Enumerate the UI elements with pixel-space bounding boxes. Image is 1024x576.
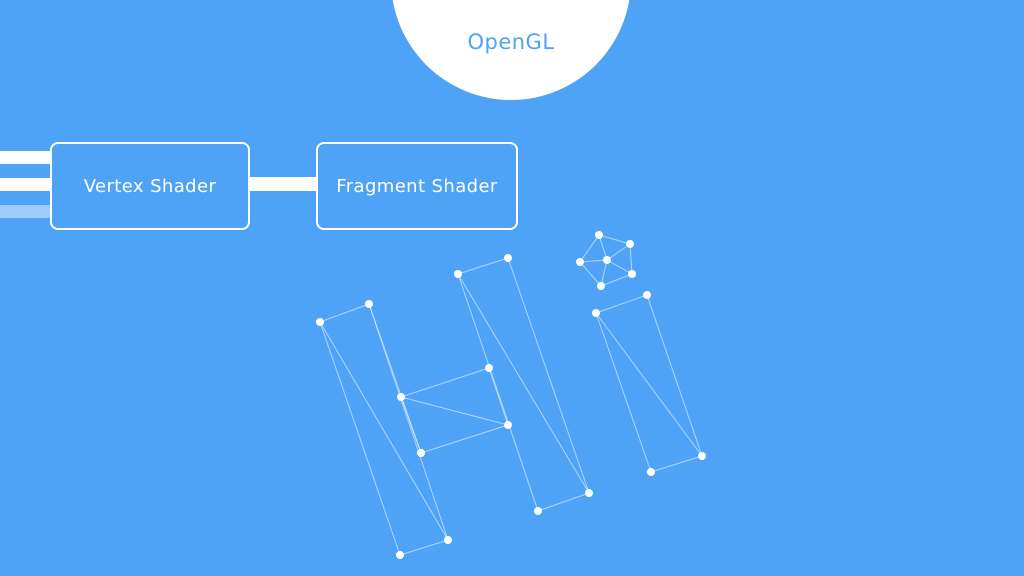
mesh-edge — [368, 303, 449, 541]
mesh-edge — [595, 294, 648, 314]
mesh-edge — [579, 234, 600, 263]
mesh-edge — [488, 367, 509, 426]
mesh-edge — [399, 539, 449, 556]
mesh-vertex — [576, 258, 584, 266]
input-stream-bar — [0, 151, 52, 164]
mesh-vertex — [417, 449, 425, 457]
mesh-edge — [600, 259, 608, 287]
mesh-vertex — [595, 231, 603, 239]
mesh-edge — [595, 312, 652, 473]
mesh-edge — [420, 424, 509, 454]
mesh-edge — [457, 273, 539, 512]
mesh-edge — [457, 273, 590, 494]
mesh-edge — [368, 303, 422, 454]
mesh-edge — [579, 259, 608, 263]
mesh-vertex — [504, 254, 512, 262]
mesh-edge — [319, 321, 401, 556]
mesh-vertex — [592, 309, 600, 317]
mesh-edge — [598, 234, 608, 261]
mesh-edge — [537, 492, 590, 512]
mesh-edge — [319, 303, 370, 323]
fragment-shader-box: Fragment Shader — [316, 142, 518, 230]
mesh-vertex — [397, 393, 405, 401]
mesh-vertex — [647, 468, 655, 476]
mesh-edge — [606, 259, 633, 275]
mesh-vertex — [396, 551, 404, 559]
mesh-vertex — [585, 489, 593, 497]
mesh-vertex — [643, 291, 651, 299]
mesh-edge — [457, 257, 509, 275]
vertex-shader-box: Vertex Shader — [50, 142, 250, 230]
mesh-vertex — [316, 318, 324, 326]
opengl-label: OpenGL — [467, 30, 555, 54]
mesh-edge — [579, 261, 602, 287]
mesh-edge — [507, 257, 590, 494]
mesh-vertex — [485, 364, 493, 372]
mesh-edge — [400, 367, 490, 398]
mesh-vertex — [504, 421, 512, 429]
mesh-edge — [595, 312, 703, 457]
mesh-vertex — [597, 282, 605, 290]
mesh-edge — [319, 321, 449, 541]
mesh-vertex — [698, 452, 706, 460]
input-stream-bar — [0, 178, 52, 191]
fragment-shader-label: Fragment Shader — [336, 175, 498, 197]
mesh-vertex — [444, 536, 452, 544]
mesh-edge — [400, 396, 509, 426]
mesh-vertex — [534, 507, 542, 515]
mesh-vertex — [628, 270, 636, 278]
mesh-edge — [600, 273, 633, 287]
mesh-vertex — [454, 270, 462, 278]
mesh-edge — [650, 455, 703, 473]
mesh-edge — [646, 294, 703, 457]
mesh-edge — [629, 243, 633, 275]
mesh-vertex — [603, 256, 611, 264]
mesh-edge — [598, 234, 631, 245]
mesh-edge — [606, 243, 631, 261]
input-stream-bar — [0, 205, 52, 218]
mesh-vertex — [626, 240, 634, 248]
mesh-vertex — [365, 300, 373, 308]
stage-connector — [248, 177, 318, 191]
vertex-shader-label: Vertex Shader — [83, 175, 217, 197]
